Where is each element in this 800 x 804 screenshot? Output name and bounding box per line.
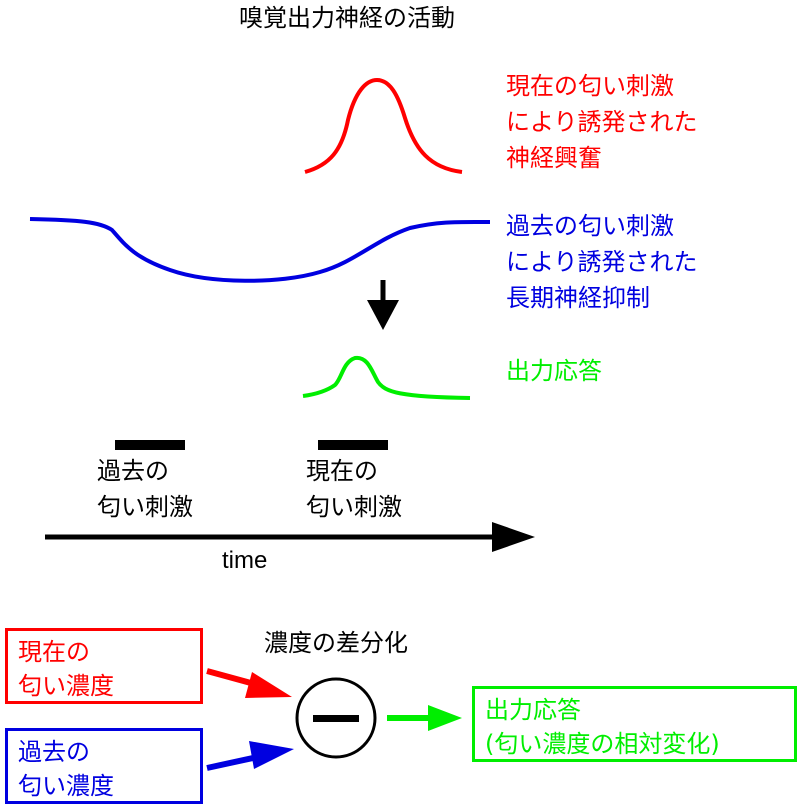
inhibition-label-line: 過去の匂い刺激 [506,212,674,240]
output-box: 出力応答 (匂い濃度の相対変化) [472,686,797,762]
minus-icon [295,677,377,759]
inhibition-label: 過去の匂い刺激 により誘発された 長期神経抑制 [506,208,698,316]
current-input-arrow [206,668,292,698]
past-concentration-line: 匂い濃度 [18,772,114,800]
past-stimulus-bar [115,440,185,450]
output-response-label: 出力応答 [506,357,602,385]
output-arrow [387,705,462,731]
current-stimulus-label-line: 匂い刺激 [306,493,402,521]
time-axis [45,522,535,552]
current-concentration-line: 匂い濃度 [18,672,114,700]
inhibition-label-line: 長期神経抑制 [506,284,650,312]
time-axis-label: time [222,547,268,574]
down-arrow [367,280,399,330]
current-stimulus-label-line: 現在の [306,457,378,485]
excitation-label: 現在の匂い刺激 により誘発された 神経興奮 [506,68,698,176]
past-concentration-box: 過去の 匂い濃度 [5,728,203,804]
current-concentration-box: 現在の 匂い濃度 [5,628,203,704]
excitation-label-line: 神経興奮 [506,144,602,172]
excitation-curve [304,77,463,174]
past-concentration-line: 過去の [18,738,90,766]
output-box-line: (匂い濃度の相対変化) [485,730,720,758]
past-stimulus-label: 過去の 匂い刺激 [97,453,193,525]
inhibition-curve [29,217,491,283]
past-input-arrow [206,741,294,771]
inhibition-label-line: により誘発された [506,248,698,276]
current-stimulus-label: 現在の 匂い刺激 [306,453,402,525]
past-stimulus-label-line: 過去の [97,457,169,485]
current-concentration-line: 現在の [18,638,90,666]
excitation-label-line: により誘発された [506,108,698,136]
current-stimulus-bar [318,440,388,450]
differential-title: 濃度の差分化 [264,629,408,657]
output-box-line: 出力応答 [485,696,581,724]
diagram-title: 嗅覚出力神経の活動 [239,4,455,32]
excitation-label-line: 現在の匂い刺激 [506,72,674,100]
output-curve [302,355,471,400]
past-stimulus-label-line: 匂い刺激 [97,493,193,521]
